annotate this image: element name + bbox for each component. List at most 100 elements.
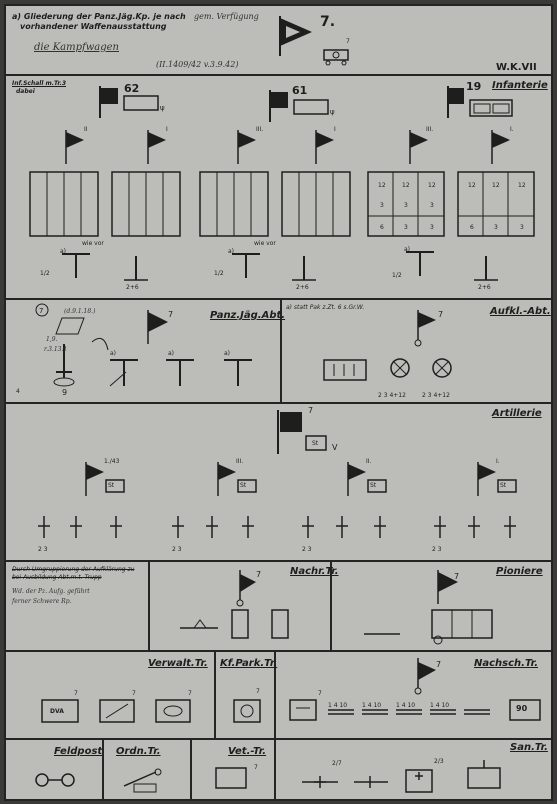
pioniere-units <box>352 602 512 646</box>
small-a-note: a) <box>60 248 66 255</box>
nachr-note-line4: ferner Schwere Rp. <box>12 598 71 605</box>
divider-verw-kf <box>214 650 216 738</box>
svg-text:7: 7 <box>39 307 43 315</box>
svg-text:ψ: ψ <box>330 108 335 116</box>
bn-label: I. <box>510 126 514 133</box>
mg-cell: 12 <box>518 182 526 189</box>
divider-feldpost-ordn <box>102 738 104 801</box>
regiment-19-flag-icon <box>446 86 518 122</box>
artillerie-regiment-flag-icon: V <box>274 410 354 454</box>
mg-cell: 3 <box>430 202 434 209</box>
art-gun-label: 2 3 <box>172 546 182 553</box>
aufkl-title: Aufkl.-Abt. <box>490 306 551 317</box>
bn-pennant-icon <box>146 130 176 164</box>
hq-vehicle-icon <box>322 44 356 68</box>
divider-nachr <box>6 650 553 652</box>
header-title-line2: vorhandener Waffenausstattung <box>20 22 167 31</box>
mg-cell: 12 <box>468 182 476 189</box>
nachsch-col-label: 1 4 10 <box>396 702 415 709</box>
fraction-label: 1/2 <box>392 272 402 279</box>
pak-label: 2+6 <box>478 284 491 291</box>
bn-label: II <box>84 126 88 133</box>
small-a-note: a) <box>110 350 116 357</box>
hq-number: 7. <box>320 14 335 30</box>
san-number: 2/3 <box>434 758 444 765</box>
aufkl-tally: 2 3 4+12 <box>422 392 450 399</box>
art-bn-label: I. <box>496 458 500 465</box>
bn-pennant-icon <box>314 130 344 164</box>
mg-cell: 3 <box>430 224 434 231</box>
bn-pennant-icon <box>236 130 266 164</box>
mg-cell: 6 <box>470 224 474 231</box>
document-page: a) Gliederung der Panz.Jäg.Kp. je nach v… <box>4 4 553 801</box>
aufkl-number: 7 <box>438 310 443 319</box>
mg-cell: 12 <box>378 182 386 189</box>
artillerie-st: St <box>312 440 318 447</box>
small-a-note: a) <box>228 248 234 255</box>
regiment-19-number: 19 <box>466 80 481 93</box>
art-st: St <box>240 482 246 489</box>
aufkl-tally: 2 3 4+12 <box>378 392 406 399</box>
artillerie-title: Artillerie <box>492 408 542 419</box>
bn-label: III. <box>256 126 263 133</box>
art-bn-label: II. <box>366 458 371 465</box>
bn-label: I <box>166 126 168 133</box>
san-number: 2/7 <box>332 760 342 767</box>
header-hand-note-1: gem. Verfügung <box>194 12 259 21</box>
divider-ordn-vet <box>190 738 192 801</box>
nachr-title: Nachr.Tr. <box>290 566 339 577</box>
art-bn-label: 1./43 <box>104 458 119 465</box>
san-title: San.Tr. <box>510 742 548 753</box>
art-bn-label: III. <box>236 458 243 465</box>
divider-vet-san <box>274 738 276 801</box>
bn-label: III. <box>426 126 433 133</box>
nachsch-number: 7 <box>318 690 322 697</box>
company-blocks-regiment-62 <box>30 170 190 240</box>
regiment-62-number: 62 <box>124 82 139 95</box>
hq-vehicle-number: 7 <box>346 38 350 45</box>
aufkl-vehicles <box>322 356 472 392</box>
pzjaeg-hand-note-c: r.3.13.1 <box>44 346 67 353</box>
feldpost-vehicle-icon <box>32 766 82 792</box>
aufkl-note: a) statt Pak z.Zt. 6 s.Gr.W. <box>286 304 364 311</box>
nachsch-col-label: 1 4 10 <box>328 702 347 709</box>
inf-note-line1: Inf.Schall m.Tr.3 <box>12 80 66 87</box>
wk-label: W.K.VII <box>496 62 537 73</box>
header-hand-note-2: die Kampfwagen <box>34 42 119 53</box>
pzjaeg-num-9: 9 <box>62 388 67 397</box>
art-st: St <box>500 482 506 489</box>
artillerie-gun-symbols <box>36 514 536 544</box>
inf-note-line2: dabei <box>16 88 35 95</box>
vet-title: Vet.-Tr. <box>228 746 266 757</box>
divider-pzjaeg <box>6 402 553 404</box>
pzjaeg-num-4: 4 <box>16 388 20 395</box>
nachr-note-line3: Wd. der Pz. Aufg. geführt <box>12 588 90 595</box>
company-blocks-regiment-61 <box>200 170 360 240</box>
ordn-title: Ordn.Tr. <box>116 746 161 757</box>
bn-pennant-icon <box>408 130 438 164</box>
verw-number: 7 <box>74 690 78 697</box>
regiment-61-number: 61 <box>292 84 307 97</box>
wie-vor-label: wie vor <box>254 240 276 247</box>
mg-cell: 12 <box>428 182 436 189</box>
nachr-number: 7 <box>256 570 261 579</box>
pzjaeg-hand-note-b: 1,9. <box>46 336 57 343</box>
pak-label: 2+6 <box>126 284 139 291</box>
svg-text:ψ: ψ <box>160 104 165 112</box>
verwaltung-units <box>40 696 200 726</box>
bn-pennant-icon <box>490 130 520 164</box>
art-st: St <box>370 482 376 489</box>
nachsch-col-label: 1 4 10 <box>362 702 381 709</box>
nachschub-last-box: 90 <box>516 704 527 713</box>
kfpark-title: Kf.Park.Tr. <box>220 658 277 669</box>
art-gun-label: 2 3 <box>38 546 48 553</box>
verwaltung-title: Verwalt.Tr. <box>148 658 208 669</box>
artillerie-number: 7 <box>308 406 313 415</box>
small-a-note: a) <box>404 246 410 253</box>
divider-note-nachr <box>148 560 150 650</box>
pioniere-number: 7 <box>454 572 459 581</box>
nachr-note-line1: Durch Umgruppierung der Aufklärung zu <box>12 566 134 573</box>
nachr-units <box>166 606 306 646</box>
bn-pennant-icon <box>64 130 94 164</box>
divider-artillerie <box>6 560 553 562</box>
